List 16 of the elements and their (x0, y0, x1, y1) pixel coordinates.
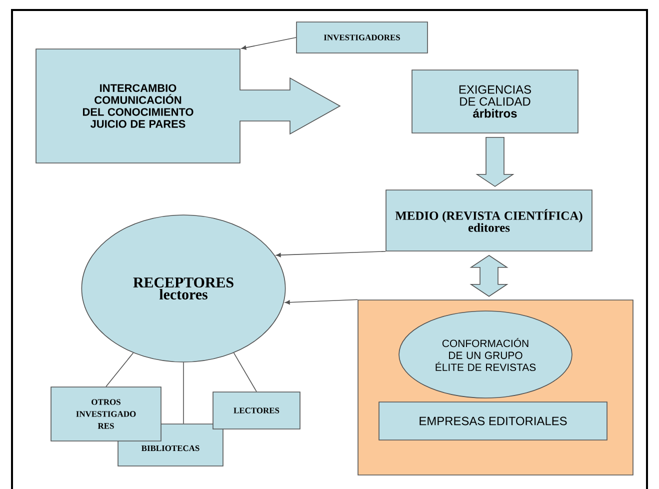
process-box: EXIGENCIAS DE CALIDAD árbitros (412, 70, 578, 134)
connector-line (183, 362, 184, 424)
connector-line (106, 352, 134, 387)
arrow-shaped-box: INTERCAMBIO COMUNICACIÓN DEL CONOCIMIENTO JUICIO DE PARES (36, 48, 341, 164)
arrow (284, 299, 358, 305)
circle-node: RECEPTORES lectores (81, 214, 286, 362)
process-box: EMPRESAS EDITORIALES (378, 402, 608, 440)
label-box: OTROS INVESTIGADO RES (50, 386, 162, 442)
ellipse-node: CONFORMACIÓN DE UN GRUPO ÉLITE DE REVISTAS (398, 310, 572, 398)
label-box: INVESTIGADORES (296, 22, 428, 54)
block-arrow (476, 137, 514, 187)
process-box: MEDIO (REVISTA CIENTÍFICA) editores (386, 190, 592, 252)
connector-line (233, 352, 257, 392)
arrow (241, 37, 296, 50)
arrow (276, 251, 386, 258)
label-box: LECTORES (212, 392, 300, 430)
